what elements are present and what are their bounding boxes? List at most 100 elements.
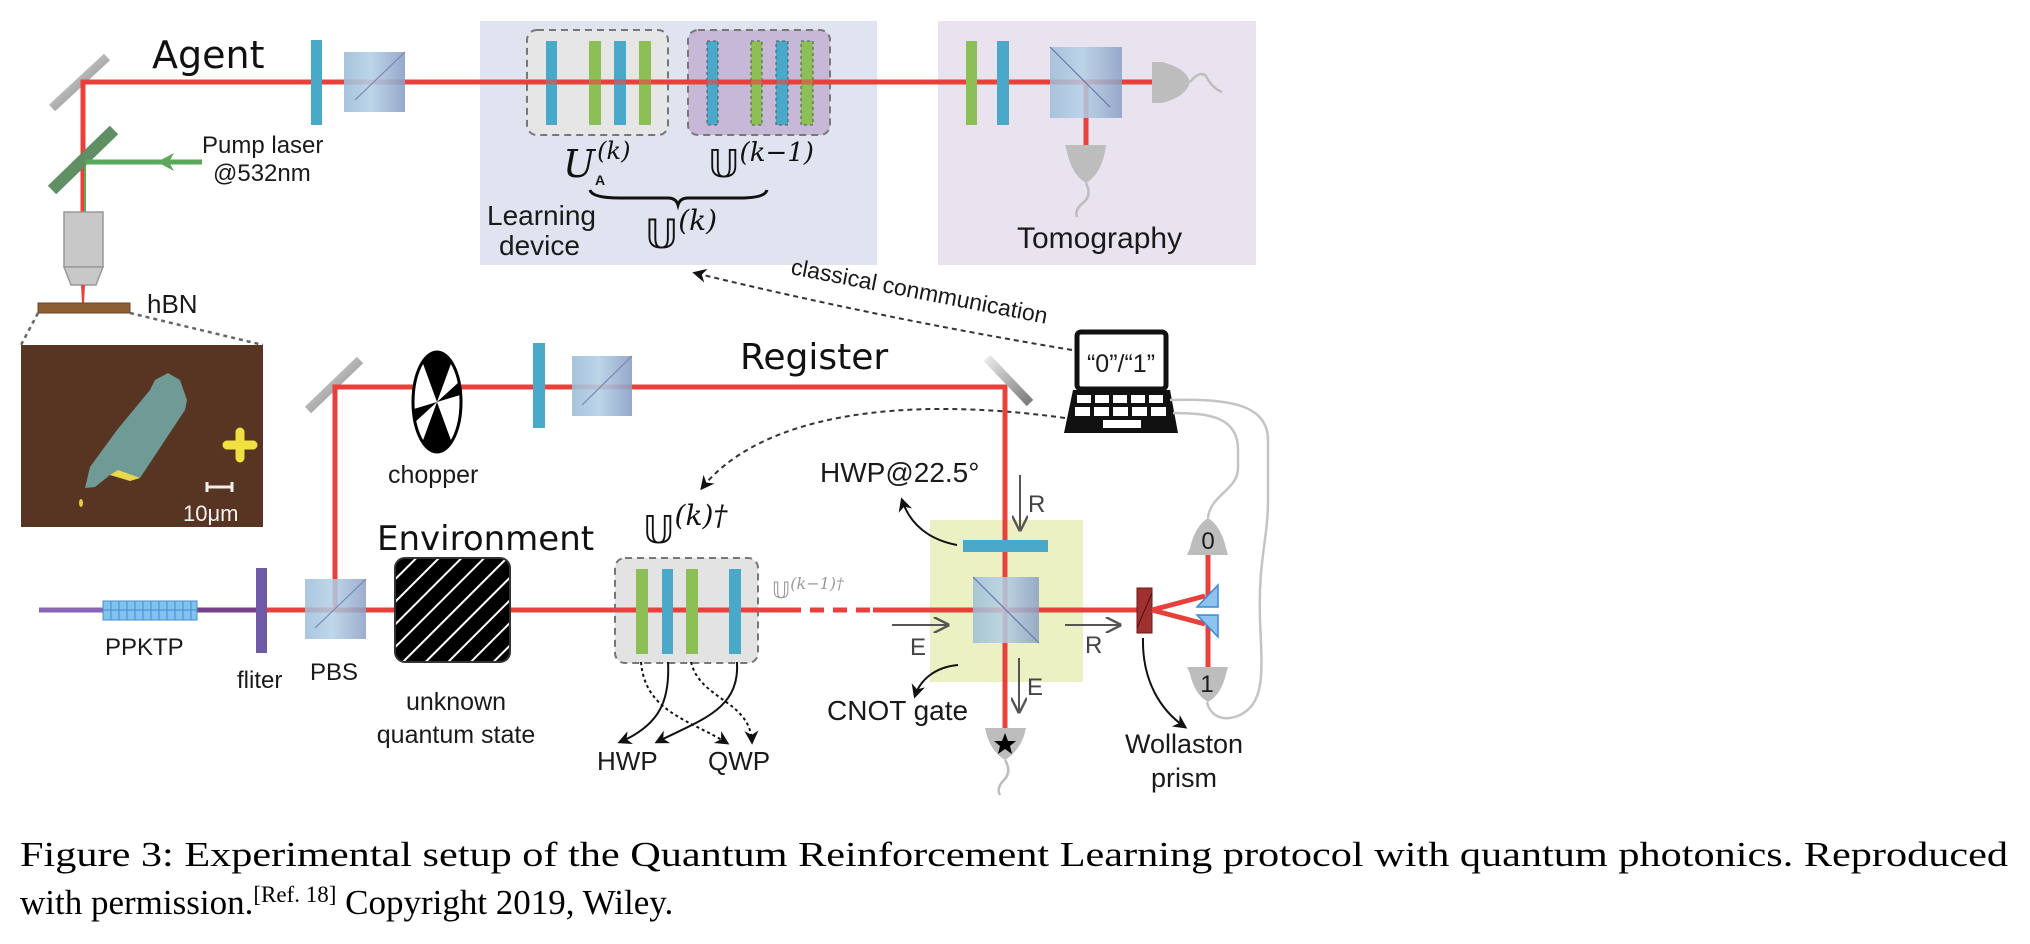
waveplate-hwp — [311, 40, 322, 125]
e-out-label: E — [1027, 674, 1043, 701]
environment-unknown-state-box — [394, 557, 511, 663]
pbs-label: PBS — [310, 659, 358, 686]
register-title: Register — [740, 337, 888, 378]
agent-title: Agent — [152, 33, 264, 77]
u-k-label: 𝕌(k) — [645, 204, 717, 258]
prism-icon — [1195, 583, 1219, 608]
caption-line2-start: with permission. — [20, 883, 253, 922]
wollaston-pointer-arrow — [1141, 637, 1188, 729]
u-prev-dagger-label: 𝕌(k−1)† — [772, 574, 845, 604]
hwp-pointer-arrow — [654, 661, 739, 744]
wollaston-prism — [1136, 587, 1153, 634]
cnot-pointer-arrow — [911, 664, 959, 699]
laptop-icon: “0”/“1” — [1064, 329, 1178, 433]
mirror-icon — [48, 53, 111, 112]
detector-1-label: 1 — [1200, 671, 1213, 698]
ua-superscript: (k) — [597, 137, 630, 165]
hwp-label: HWP — [597, 746, 658, 776]
waveplate-hwp — [997, 41, 1009, 125]
star-icon — [994, 733, 1016, 754]
qwp-pointer-arrow — [690, 661, 759, 745]
detector-0-icon — [1187, 518, 1228, 555]
waveplate-hwp — [729, 569, 741, 654]
hwp-22-5-pointer-arrow — [898, 497, 958, 546]
chopper-icon — [411, 350, 463, 454]
e-in-label: E — [910, 634, 926, 661]
r-out-label: R — [1085, 632, 1102, 659]
ppktp-label: PPKTP — [105, 634, 184, 661]
waveplate-hwp — [533, 343, 545, 428]
waveplate-qwp — [636, 569, 648, 654]
r-in-label: R — [1028, 491, 1045, 518]
waveplate-qwp — [966, 41, 977, 125]
cable — [1172, 411, 1240, 519]
focused-beam — [81, 285, 85, 303]
objective-lens-icon — [62, 211, 105, 286]
dashed-arrow-feedback — [700, 408, 1066, 491]
fiber-tail — [1075, 182, 1090, 218]
prism-icon — [1195, 614, 1219, 639]
filter — [256, 568, 267, 653]
split-beam — [1151, 555, 1211, 667]
ua-label: UA(k) — [563, 137, 630, 188]
cnot-section: HWP@22.5° CNOT gate R E R E — [820, 457, 1120, 796]
figure-caption: Figure 3: Experimental setup of the Quan… — [20, 835, 2009, 922]
tomography-pbs-cube — [1049, 46, 1122, 118]
cnot-gate-label: CNOT gate — [827, 695, 968, 726]
chopper-label: chopper — [388, 461, 478, 489]
pbs-cube — [305, 578, 367, 639]
hwp-22-5-label: HWP@22.5° — [820, 457, 979, 488]
mirror-icon — [983, 354, 1034, 407]
ppktp-crystal — [102, 600, 198, 621]
hbn-sample — [37, 302, 131, 314]
pump-laser-label: Pump laser — [202, 132, 323, 159]
detector-1-icon — [1187, 667, 1228, 702]
cable — [1169, 398, 1270, 720]
qwp-pointer-arrow — [640, 661, 730, 745]
tomography-label: Tomography — [1017, 222, 1182, 255]
ua-symbol: U — [563, 142, 597, 186]
detector-icon — [1152, 62, 1190, 103]
caption-reference[interactable]: [Ref. 18] — [253, 882, 336, 907]
learning-device-label-line1: Learning — [487, 200, 596, 231]
waveplate-qwp — [686, 569, 698, 654]
learning-device-label-line2: device — [499, 230, 580, 261]
pbs-cube — [572, 355, 633, 416]
pump-wavelength-label: @532nm — [213, 160, 311, 187]
hwp-pointer-arrow — [617, 661, 670, 745]
u-prev-label: 𝕌(k−1) — [708, 138, 814, 186]
fiber-tail — [1189, 72, 1223, 94]
readout-section: 0 1 Wollaston prism — [1125, 518, 1243, 793]
detector-0-label: 0 — [1201, 528, 1214, 555]
hbn-label: hBN — [147, 289, 198, 319]
unknown-state-label-line2: quantum state — [377, 721, 535, 749]
scale-bar-label: 10μm — [183, 501, 238, 526]
fiber-tail — [997, 759, 1010, 796]
detector-icon — [1065, 145, 1106, 183]
zoom-dotted-line — [19, 312, 40, 346]
agent-section: Pump laser @532nm Agent hBN 10μm — [19, 21, 1256, 527]
laptop-display-text: “0”/“1” — [1087, 350, 1155, 378]
unknown-state-label-line1: unknown — [406, 688, 506, 716]
brace — [588, 189, 769, 211]
wollaston-label-line1: Wollaston — [1125, 729, 1243, 759]
u-dagger-label: 𝕌(k)† — [643, 499, 728, 552]
environment-title: Environment — [377, 519, 594, 559]
filter-label: fliter — [237, 667, 282, 694]
caption-line2: with permission.[Ref. 18] Copyright 2019… — [20, 882, 673, 922]
cnot-pbs-cube — [972, 576, 1040, 644]
hbn-micrograph: 10μm — [21, 345, 263, 527]
qwp-label: QWP — [708, 746, 770, 776]
caption-line2-end: Copyright 2019, Wiley. — [336, 883, 673, 922]
waveplate-hwp — [662, 569, 673, 654]
zoom-dotted-line — [129, 311, 264, 347]
dashed-arrow — [692, 268, 1073, 351]
caption-line1: Figure 3: Experimental setup of the Quan… — [20, 835, 2009, 874]
pbs-cube — [344, 51, 406, 112]
environment-section: PPKTP fliter PBS Environment unknown qua… — [39, 499, 1137, 776]
dichroic-mirror-icon — [47, 125, 119, 195]
wollaston-label-line2: prism — [1151, 763, 1217, 793]
pump-arrow-icon — [157, 153, 174, 171]
hwp-22-5-plate — [963, 540, 1048, 552]
